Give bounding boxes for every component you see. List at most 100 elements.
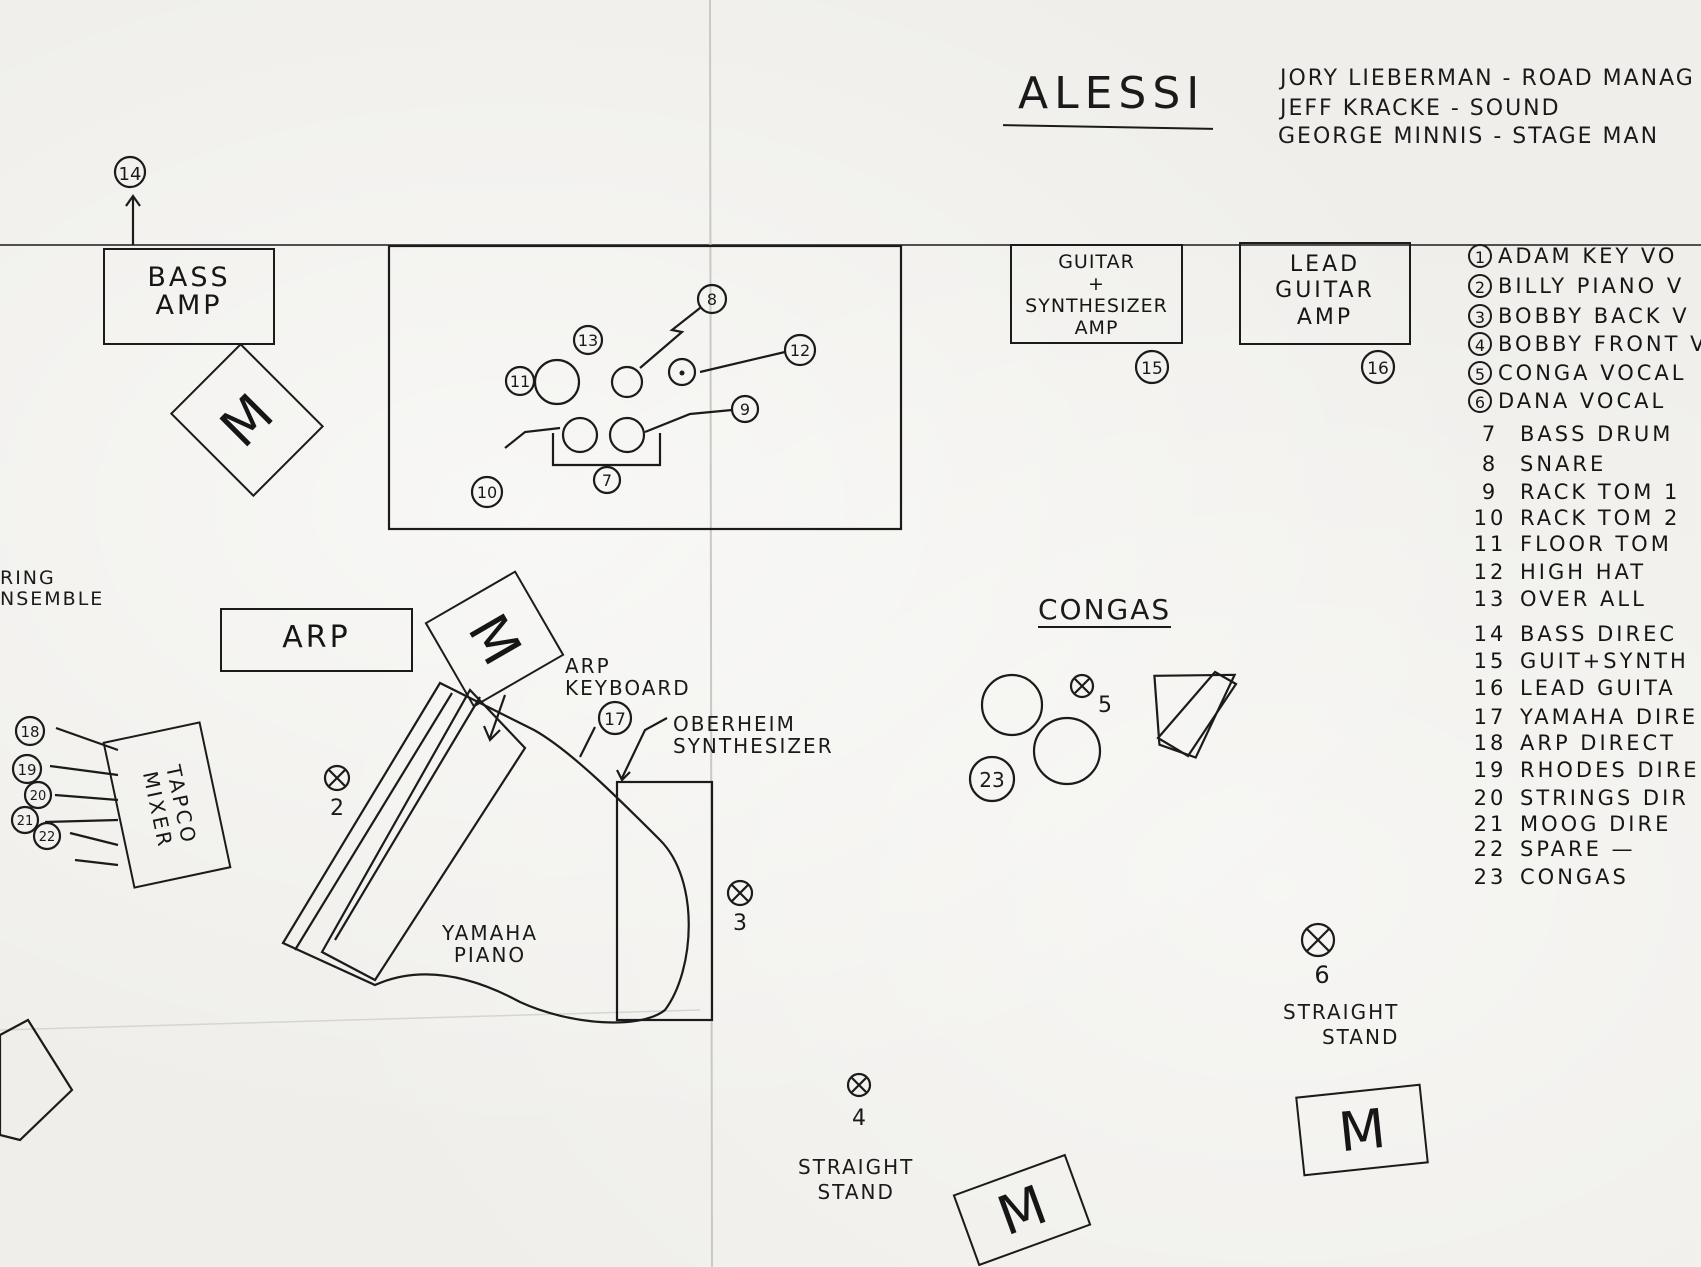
input-number: 15 <box>1473 649 1507 673</box>
arp-keyboard-arrow <box>488 694 507 739</box>
marker-14-label: 14 <box>119 164 142 185</box>
arrow-12 <box>699 350 786 374</box>
marker-7-circle <box>592 465 622 495</box>
input-number: 1 <box>1468 244 1492 268</box>
monitor-partial <box>0 1018 74 1142</box>
arrow-10 <box>504 426 561 449</box>
rack-tom-1 <box>561 416 599 454</box>
piano-keys-edge-1 <box>294 692 453 951</box>
input-number: 6 <box>1468 389 1492 413</box>
input-description: LEAD GUITA <box>1520 676 1676 700</box>
piano-keys-edge-2 <box>334 696 481 941</box>
arp-keyboard-label: ARP KEYBOARD <box>565 654 691 700</box>
input-description: DANA VOCAL <box>1498 389 1667 413</box>
lead-guitar-amp-label: LEAD GUITAR AMP <box>1275 252 1375 330</box>
marker-12-circle <box>783 333 817 367</box>
marker-23-circle <box>968 755 1016 803</box>
marker-14-circle <box>113 155 147 189</box>
input-description: GUIT+SYNTH <box>1520 649 1689 673</box>
high-hat-dot <box>679 370 685 376</box>
marker-13-circle <box>572 324 604 356</box>
input-number: 5 <box>1468 361 1492 385</box>
input-description: FLOOR TOM <box>1520 532 1672 556</box>
marker-16-label: 16 <box>1367 359 1389 379</box>
input-number: 11 <box>1473 532 1507 556</box>
oberheim-arrowhead <box>616 769 631 782</box>
mic-stand-5 <box>1069 673 1095 699</box>
oberheim-synthesizer <box>615 780 714 1022</box>
input-list-item: 18 ARP DIRECT <box>1468 731 1676 755</box>
yamaha-piano-outline <box>281 681 690 1024</box>
marker-8-circle <box>696 283 728 315</box>
input-number: 3 <box>1468 304 1492 328</box>
input-number: 7 <box>1481 422 1499 446</box>
input-number: 18 <box>1473 731 1507 755</box>
input-description: ARP DIRECT <box>1520 731 1677 755</box>
tapco-mixer-label: TAPCO MIXER <box>137 762 202 851</box>
conga-1 <box>980 673 1044 737</box>
paper-crease <box>0 1009 701 1031</box>
high-hat <box>667 357 697 387</box>
mic-stand-6-label: 6 <box>1314 961 1329 989</box>
mic-stand-3 <box>726 879 754 907</box>
marker-22-label: 22 <box>39 830 56 845</box>
input-description: CONGA VOCAL <box>1498 361 1687 385</box>
marker-15-circle <box>1134 349 1170 385</box>
marker-7-label: 7 <box>602 471 612 490</box>
straight-stand-4-label: STRAIGHT STAND <box>798 1155 915 1204</box>
input-description: SPARE — <box>1520 837 1636 861</box>
marker-13-label: 13 <box>578 331 598 350</box>
mic-stand-3-label: 3 <box>733 911 747 936</box>
guitar-synth-amp-label: GUITAR + SYNTHESIZER AMP <box>1025 251 1168 339</box>
snare <box>610 365 644 399</box>
arrow-14-head <box>125 194 141 207</box>
marker-19-label: 19 <box>17 761 36 779</box>
input-description: MOOG DIRE <box>1520 812 1672 836</box>
input-number: 8 <box>1481 452 1499 476</box>
input-description: SNARE <box>1520 452 1607 476</box>
monitor-label: M <box>208 381 286 459</box>
input-description: CONGAS <box>1520 865 1629 889</box>
marker-10-circle <box>470 475 504 509</box>
guitar-synth-amp: GUITAR + SYNTHESIZER AMP <box>1010 244 1183 344</box>
input-description: RHODES DIRE <box>1520 758 1700 782</box>
arrow-17 <box>579 726 596 758</box>
drum-riser <box>387 244 903 531</box>
input-description: BASS DIREC <box>1520 622 1677 646</box>
floor-tom <box>533 358 581 406</box>
marker-9-circle <box>730 394 760 424</box>
input-description: BOBBY BACK V <box>1498 304 1690 328</box>
input-number: 9 <box>1481 480 1499 504</box>
input-description: RACK TOM 2 <box>1520 506 1681 530</box>
monitor-label: M <box>989 1172 1055 1248</box>
marker-17-label: 17 <box>604 710 626 730</box>
yamaha-piano-label: YAMAHA PIANO <box>442 921 539 967</box>
bass-amp-label: BASS AMP <box>147 262 231 322</box>
arp-box: ARP <box>220 608 413 672</box>
input-number: 17 <box>1473 705 1507 729</box>
mic-stand-2 <box>323 764 351 792</box>
marker-20-label: 20 <box>30 789 47 804</box>
marker-11-label: 11 <box>510 372 530 391</box>
crew-line-2: JEFF KRACKE - SOUND <box>1280 96 1561 121</box>
marker-16-circle <box>1360 349 1396 385</box>
marker-15-label: 15 <box>1141 359 1163 379</box>
input-number: 21 <box>1473 812 1507 836</box>
crew-line-1: JORY LIEBERMAN - ROAD MANAG <box>1280 66 1695 91</box>
arp-label: ARP <box>282 620 351 655</box>
marker-21-label: 21 <box>17 814 34 829</box>
